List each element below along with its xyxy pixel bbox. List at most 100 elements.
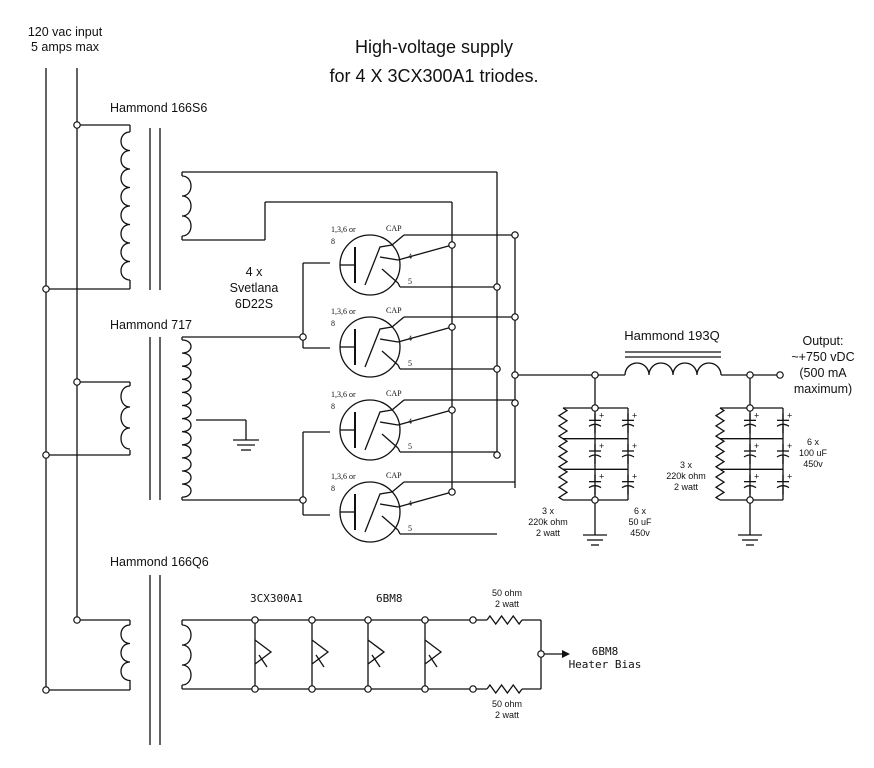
junction-node: [299, 496, 307, 504]
svg-text:+: +: [754, 410, 759, 420]
junction-node: [511, 313, 519, 321]
rectifier-type: 6D22S: [235, 297, 273, 311]
output-label: Output: ~+750 vDC (500 mA maximum): [791, 334, 854, 396]
junction-node: [73, 378, 81, 386]
output-line1: Output:: [803, 334, 844, 348]
heater-resistor-bottom: [486, 683, 523, 695]
filter2-res-value: 220k ohm: [666, 471, 706, 481]
tube-pin-label-cathode: 1,3,6 or: [331, 307, 356, 316]
tube-pin-label-8: 8: [331, 319, 335, 328]
tube-heater-b: [381, 515, 399, 531]
tube-pin-label-cathode: 1,3,6 or: [331, 472, 356, 481]
tube-cathode: [364, 409, 393, 451]
tube-pin4-wire: [397, 409, 453, 426]
svg-text:+: +: [599, 472, 604, 482]
tube-cap-lead: [391, 399, 405, 411]
filter1-cap-5: +: [621, 441, 637, 464]
junction-node: [469, 685, 477, 693]
filter2: + + + + + +: [714, 375, 792, 546]
filter1-resistor-3: [557, 468, 569, 501]
heater-label-6bm8: 6BM8: [376, 592, 403, 605]
heater-bias-line2: Heater Bias: [569, 658, 642, 671]
junction-node: [448, 241, 456, 249]
junction-node: [537, 650, 545, 658]
rectifier-label: 4 x Svetlana 6D22S: [230, 265, 279, 311]
tube-heater-a: [379, 338, 399, 343]
heater-res-top-power: 2 watt: [495, 599, 520, 609]
filter2-cap-5: +: [776, 441, 792, 464]
primary-bus: [45, 68, 131, 691]
input-line1: 120 vac input: [28, 25, 103, 39]
heater-res-top-value: 50 ohm: [492, 588, 522, 598]
filter2-res-count: 3 x: [680, 460, 693, 470]
coil-t1-primary: [120, 131, 131, 281]
tube-pin-label-5: 5: [408, 359, 412, 368]
coil-t2-secondary: [181, 339, 192, 498]
filter2-cap-voltage: 450v: [803, 459, 823, 469]
transformer-label-166q6: Hammond 166Q6: [110, 555, 209, 569]
svg-text:+: +: [754, 441, 759, 451]
junction-node: [591, 371, 599, 379]
filter1-cap-count: 6 x: [634, 506, 647, 516]
junction-node: [364, 616, 372, 624]
heater-tube-4: [424, 620, 443, 689]
filter2-cap-4: +: [776, 410, 792, 434]
tube-heater-b: [381, 350, 399, 366]
heater-bias-line1: 6BM8: [592, 645, 619, 658]
tube-cathode: [364, 326, 393, 368]
coil-t3-primary: [120, 624, 131, 682]
output-line4: maximum): [794, 382, 852, 396]
tube-pin-label-5: 5: [408, 277, 412, 286]
junction-node: [746, 371, 754, 379]
heater-filament: [254, 639, 273, 665]
title: High-voltage supply for 4 X 3CX300A1 tri…: [329, 37, 538, 86]
svg-text:+: +: [754, 472, 759, 482]
choke-label: Hammond 193Q: [624, 328, 719, 343]
input-label: 120 vac input 5 amps max: [28, 25, 103, 54]
filter1-cap-3: +: [588, 472, 604, 495]
filter1-cap-voltage: 450v: [630, 528, 650, 538]
filter2-resistor-2: [714, 438, 726, 470]
junction-node: [421, 685, 429, 693]
junction-node: [746, 404, 754, 412]
output-line2: ~+750 vDC: [791, 350, 854, 364]
junction-node: [308, 685, 316, 693]
junction-node: [364, 685, 372, 693]
junction-node: [251, 616, 259, 624]
tube-pin4-wire: [397, 491, 453, 508]
junction-node: [421, 616, 429, 624]
junction-node: [469, 616, 477, 624]
junction-node: [73, 121, 81, 129]
junction-nodes: [42, 121, 784, 694]
junction-node: [493, 451, 501, 459]
tube-cap-lead: [391, 234, 405, 246]
filter1-res-value: 220k ohm: [528, 517, 568, 527]
heater-filament: [424, 639, 443, 665]
junction-node: [308, 616, 316, 624]
tube-pin-label-cap: CAP: [386, 471, 402, 480]
filter1-cap-1: +: [588, 410, 604, 434]
filter1-cap-6: +: [621, 472, 637, 495]
heater-res-bot-power: 2 watt: [495, 710, 520, 720]
heater-wiring: [181, 619, 570, 690]
junction-node: [251, 685, 259, 693]
tube-cap-lead: [391, 316, 405, 328]
heater-tube-3: [367, 620, 386, 689]
output-line3: (500 mA: [799, 366, 847, 380]
filter1: ++++++: [557, 375, 637, 546]
coils: [120, 131, 192, 686]
filter1-cap-value: 50 uF: [628, 517, 652, 527]
title-line2: for 4 X 3CX300A1 triodes.: [329, 66, 538, 86]
filter2-resistor-1: [714, 407, 726, 440]
tube-pin-label-cap: CAP: [386, 306, 402, 315]
filter1-cap-2: +: [588, 441, 604, 464]
filter1-resistor-1: [557, 407, 569, 440]
filter2-cap-6: +: [776, 472, 792, 495]
tube-cap-lead: [391, 481, 405, 493]
tube-pin-label-cap: CAP: [386, 389, 402, 398]
filter2-ground-icon: [738, 534, 762, 546]
